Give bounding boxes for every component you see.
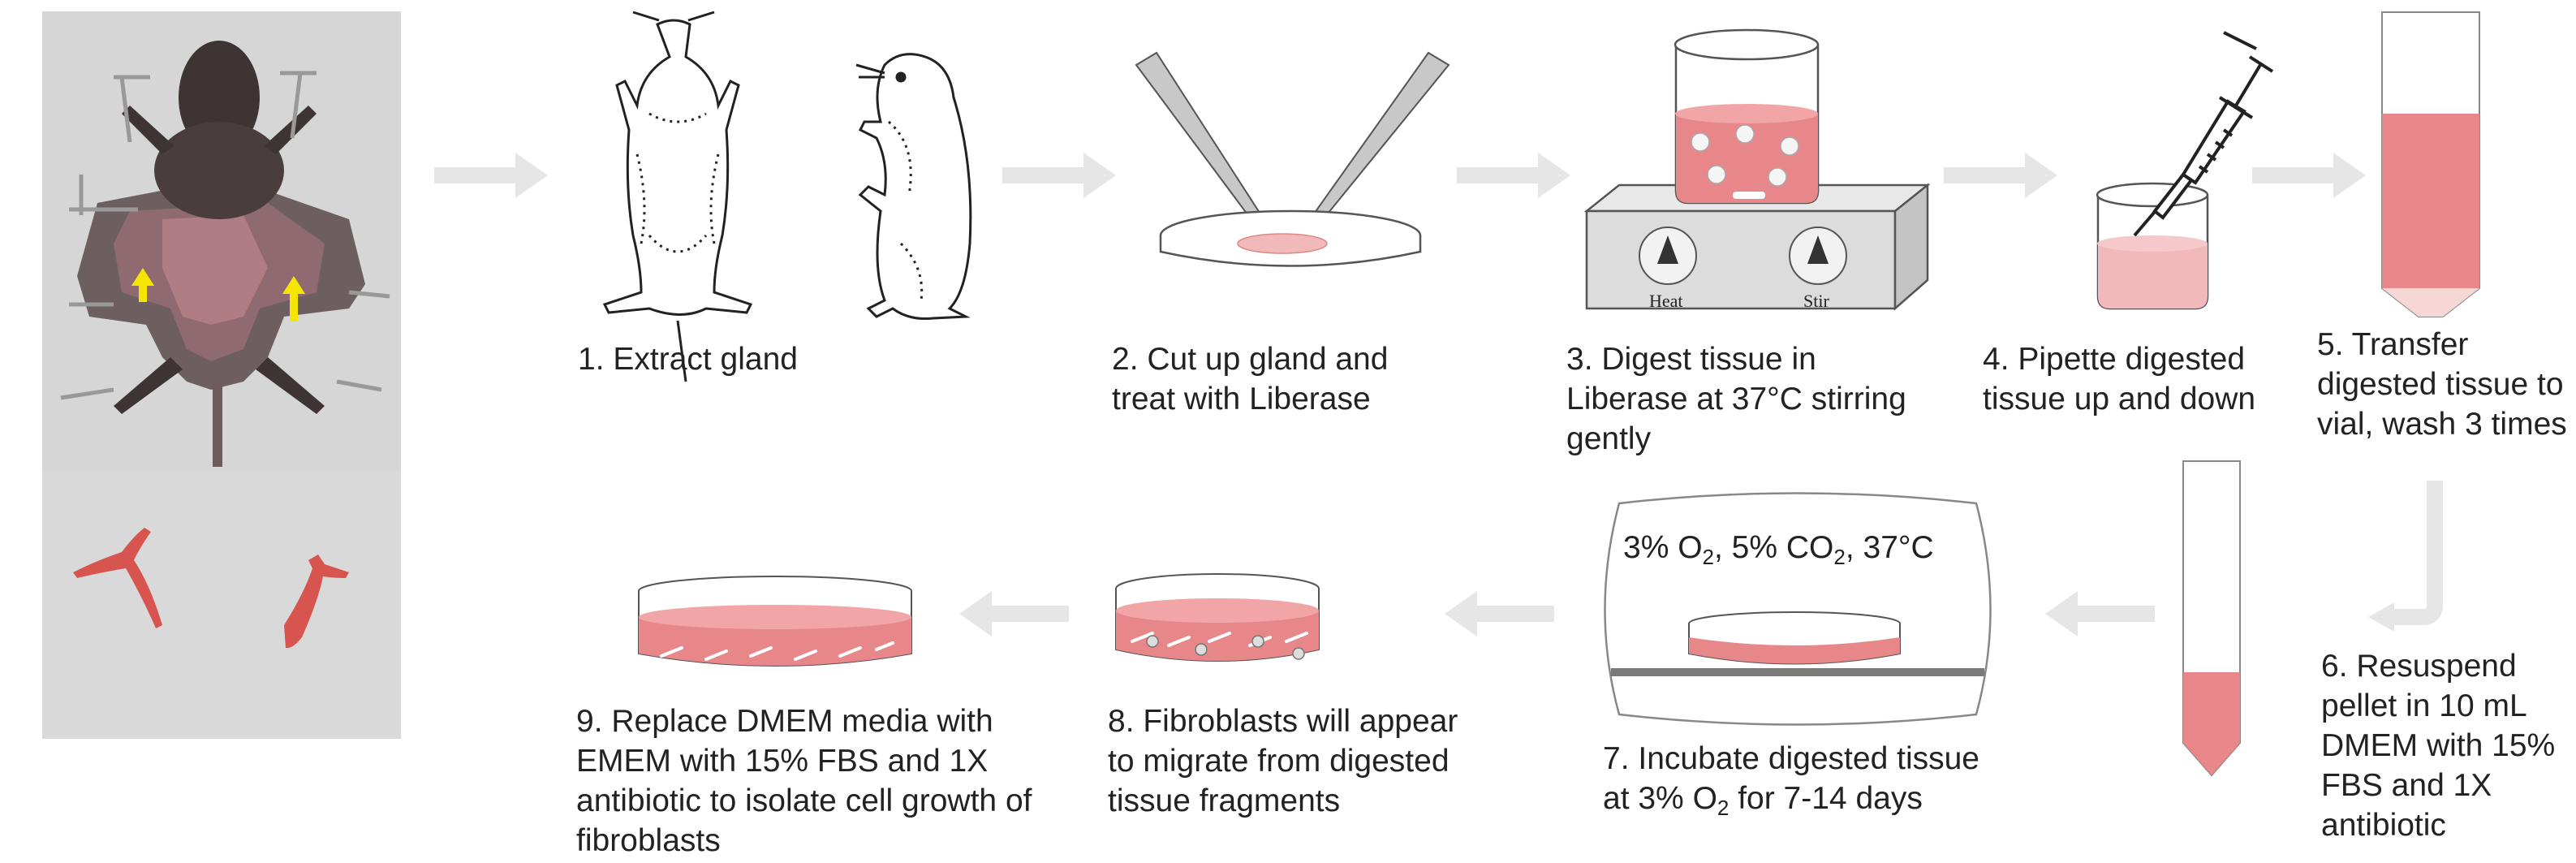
step-9-caption: 9. Replace DMEM media with EMEM with 15%… xyxy=(576,701,1032,861)
incubator-icon xyxy=(1605,494,1991,725)
petri-dish-icon xyxy=(1116,574,1319,661)
petri-dish-icon xyxy=(639,576,911,666)
mouse-lateral-icon xyxy=(856,54,971,319)
flow-arrow-icon xyxy=(434,153,548,198)
heat-knob-label: Heat xyxy=(1649,291,1683,312)
incubator-conditions-label: 3% O2, 5% CO2, 37°C xyxy=(1623,529,1934,576)
mouse-ventral-icon xyxy=(605,12,751,382)
flow-arrow-icon xyxy=(1002,153,1116,198)
step-4-caption: 4. Pipette digested tissue up and down xyxy=(1983,339,2255,419)
stir-knob-label: Stir xyxy=(1803,291,1829,312)
conical-tube-icon xyxy=(2382,12,2479,317)
flow-arrow-icon xyxy=(2252,153,2366,198)
step-1-caption: 1. Extract gland xyxy=(578,339,798,379)
step-3-caption: 3. Digest tissue in Liberase at 37°C sti… xyxy=(1566,339,1906,459)
step-2-caption: 2. Cut up gland and treat with Liberase xyxy=(1112,339,1388,419)
flow-arrow-icon xyxy=(2368,481,2435,632)
step-5-caption: 5. Transfer digested tissue to vial, was… xyxy=(2317,325,2567,444)
flow-arrow-icon xyxy=(1445,591,1554,636)
mouse-dissection-photo xyxy=(42,11,401,471)
flow-arrow-icon xyxy=(959,591,1069,636)
conical-tube-icon xyxy=(2183,461,2240,775)
flow-arrow-icon xyxy=(1944,153,2057,198)
step-6-caption: 6. Resuspend pellet in 10 mL DMEM with 1… xyxy=(2321,646,2555,845)
step-8-caption: 8. Fibroblasts will appear to migrate fr… xyxy=(1108,701,1458,821)
flow-arrow-icon xyxy=(2045,591,2155,636)
step-7-caption: 7. Incubate digested tissue at 3% O2 for… xyxy=(1603,739,1979,828)
beaker-icon xyxy=(1675,30,1818,203)
extracted-gland-photo xyxy=(42,471,401,739)
beaker-icon xyxy=(2097,183,2208,309)
flow-arrow-icon xyxy=(1457,153,1570,198)
petri-dish-icon xyxy=(1161,211,1420,266)
